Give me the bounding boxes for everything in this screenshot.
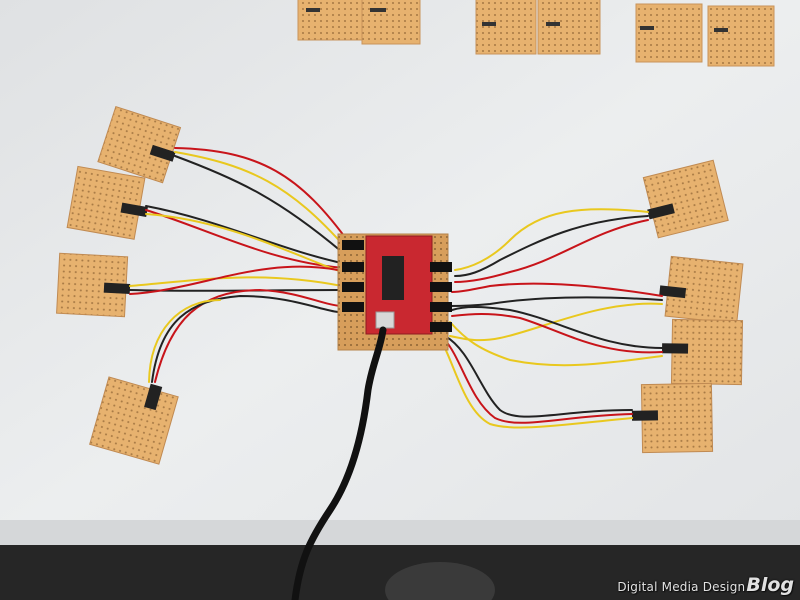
sensor-board bbox=[661, 318, 744, 386]
sensor-board bbox=[56, 252, 131, 318]
sensor-boards-left bbox=[56, 105, 182, 465]
sensor-board bbox=[89, 376, 179, 465]
watermark: Digital Media DesignBlog bbox=[617, 574, 794, 596]
usb-cable bbox=[291, 326, 387, 600]
watermark-text: Digital Media Design bbox=[617, 580, 746, 594]
sensor-board bbox=[631, 382, 714, 454]
shoe bbox=[385, 562, 495, 600]
sensor-board bbox=[66, 165, 148, 240]
sensor-board bbox=[642, 159, 729, 239]
watermark-suffix: Blog bbox=[746, 574, 794, 596]
controller-board bbox=[337, 233, 452, 351]
sensor-boards-right bbox=[631, 159, 744, 454]
sensor-board bbox=[97, 105, 182, 184]
table-edge bbox=[0, 520, 800, 545]
background-boards bbox=[297, 0, 775, 67]
wire-bundle bbox=[129, 147, 663, 429]
sensor-board bbox=[659, 255, 744, 325]
